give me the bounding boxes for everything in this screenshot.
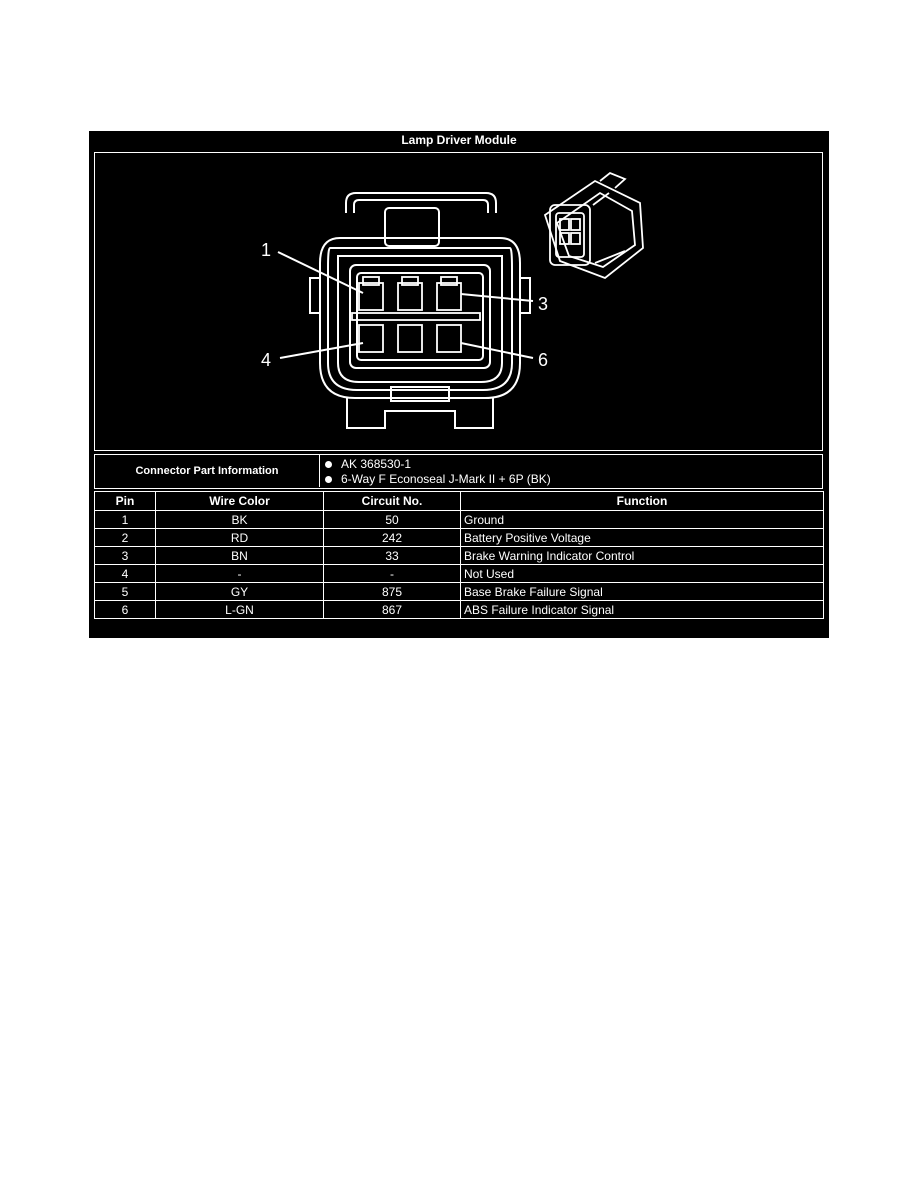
header-pin: Pin [94,491,156,511]
function-cell: Brake Warning Indicator Control [460,546,824,565]
pin-cell: 3 [94,546,156,565]
pin-cell: 4 [94,564,156,583]
circuit-cell: 875 [323,582,461,601]
header-wire-color: Wire Color [155,491,324,511]
table-row: 4 - - Not Used [94,564,824,583]
wire-color-cell: BN [155,546,324,565]
pin-callout-6: 6 [538,350,548,370]
pin-callout-3: 3 [538,294,548,314]
function-cell: Ground [460,510,824,529]
wire-color-cell: GY [155,582,324,601]
circuit-cell: 50 [323,510,461,529]
figure-title: Lamp Driver Module [401,133,517,147]
pin-cell: 5 [94,582,156,601]
table-row: 3 BN 33 Brake Warning Indicator Control [94,546,824,565]
function-cell: Not Used [460,564,824,583]
header-circuit-no: Circuit No. [323,491,461,511]
pin-cell: 1 [94,510,156,529]
connector-face-illustration: 1 3 4 6 [261,171,644,429]
part-info-item: 6-Way F Econoseal J-Mark II + 6P (BK) [325,472,551,487]
table-row: 2 RD 242 Battery Positive Voltage [94,528,824,547]
pin-cell: 2 [94,528,156,547]
circuit-cell: - [323,564,461,583]
wire-color-cell: RD [155,528,324,547]
wire-color-cell: - [155,564,324,583]
table-header-row: Pin Wire Color Circuit No. Function [94,491,824,511]
function-cell: Battery Positive Voltage [460,528,824,547]
table-row: 1 BK 50 Ground [94,510,824,529]
header-function: Function [460,491,824,511]
connector-diagram: 1 3 4 6 [94,152,823,451]
pin-cell: 6 [94,600,156,619]
pin-callout-4: 4 [261,350,271,370]
circuit-cell: 33 [323,546,461,565]
part-info-list: AK 368530-1 6-Way F Econoseal J-Mark II … [325,457,551,487]
circuit-cell: 867 [323,600,461,619]
part-info-label: Connector Part Information [95,455,320,487]
table-row: 6 L-GN 867 ABS Failure Indicator Signal [94,600,824,619]
connector-part-info: Connector Part Information AK 368530-1 6… [94,454,823,489]
part-info-item: AK 368530-1 [325,457,551,472]
wire-color-cell: L-GN [155,600,324,619]
connector-figure: Lamp Driver Module [89,131,829,638]
wire-color-cell: BK [155,510,324,529]
function-cell: Base Brake Failure Signal [460,582,824,601]
pin-callout-1: 1 [261,240,271,260]
circuit-cell: 242 [323,528,461,547]
table-row: 5 GY 875 Base Brake Failure Signal [94,582,824,601]
function-cell: ABS Failure Indicator Signal [460,600,824,619]
pinout-table: Pin Wire Color Circuit No. Function 1 BK… [94,491,824,619]
